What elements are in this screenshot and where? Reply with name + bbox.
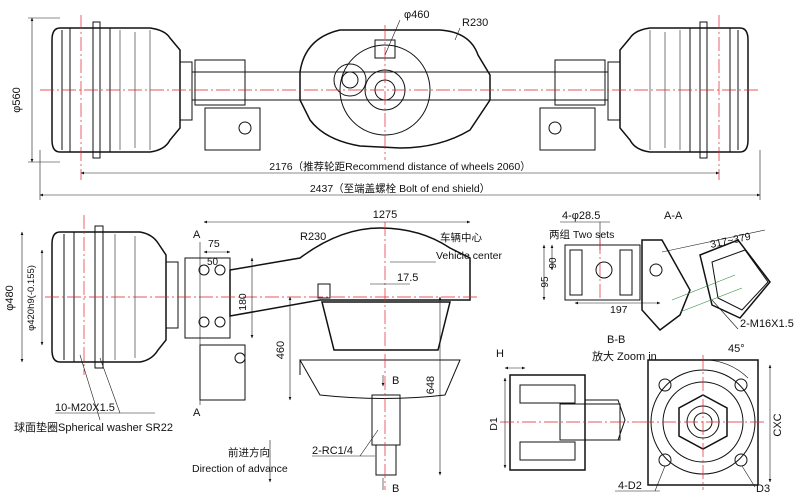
a-left-bottom-label: A <box>193 407 201 419</box>
b-bottom-label: B <box>392 483 399 495</box>
h-label: H <box>496 348 504 360</box>
a-left-top-label: A <box>193 229 201 241</box>
section-b-b: B-B 放大 Zoom in H D1 <box>488 334 657 471</box>
d1-label: D1 <box>488 417 500 431</box>
d460-label: φ460 <box>404 9 430 21</box>
h460-label: 460 <box>275 341 287 359</box>
side-view: 1275 R230 车辆中心 Vehicle center 17.5 A A 7… <box>4 209 502 495</box>
r230-top-label: R230 <box>462 17 488 29</box>
m20-label: 10-M20X1.5 <box>55 402 115 414</box>
angle45-label: 45° <box>728 343 745 355</box>
wheel-distance-label: 2176（推荐轮距Recommend distance of wheels 20… <box>269 160 530 173</box>
b-top-label: B <box>392 375 399 387</box>
vehicle-center-cn-label: 车辆中心 <box>440 231 482 244</box>
v17-5-label: 17.5 <box>397 272 418 284</box>
r230-side-label: R230 <box>300 231 326 243</box>
h648-label: 648 <box>425 376 437 394</box>
d480-label: φ480 <box>4 285 16 311</box>
h95-label: 95 <box>540 276 551 288</box>
cxc-label: CXC <box>772 413 784 436</box>
holes-28-5-label: 4-φ28.5 <box>562 210 600 222</box>
zoom-in-label: 放大 Zoom in <box>592 349 657 363</box>
w50-label: 50 <box>207 257 219 268</box>
d560-label: φ560 <box>11 87 23 113</box>
w197-label: 197 <box>610 304 628 316</box>
h180-label: 180 <box>237 293 249 311</box>
d420-label: φ420h9(-0.155) <box>26 265 37 331</box>
d3-label: D3 <box>756 483 770 495</box>
w75-label: 75 <box>208 238 220 250</box>
d2-label: 4-D2 <box>618 480 642 492</box>
w1275-label: 1275 <box>373 209 397 221</box>
advance-en-label: Direction of advance <box>192 463 288 475</box>
two-sets-label: 两组 Two sets <box>549 228 614 241</box>
advance-cn-label: 前进方向 <box>228 446 270 459</box>
section-bb-label: B-B <box>607 334 625 346</box>
top-front-view: φ560 φ460 R230 2176（推荐轮距Recommend distan… <box>11 9 761 200</box>
section-aa-label: A-A <box>664 210 683 222</box>
section-a-a: 4-φ28.5 两组 Two sets A-A 317~379 90 95 19… <box>540 210 794 332</box>
rc14-label: 2-RC1/4 <box>312 445 353 457</box>
flange-view: 45° CXC 4-D2 D3 <box>615 343 784 495</box>
end-shield-label: 2437（至端盖螺栓 Bolt of end shield） <box>310 182 490 195</box>
vehicle-center-en-label: Vehicle center <box>436 250 502 262</box>
m16-label: 2-M16X1.5 <box>740 318 794 330</box>
spherical-washer-label: 球面垫圈Spherical washer SR22 <box>14 420 173 434</box>
h90-label: 90 <box>548 257 559 269</box>
